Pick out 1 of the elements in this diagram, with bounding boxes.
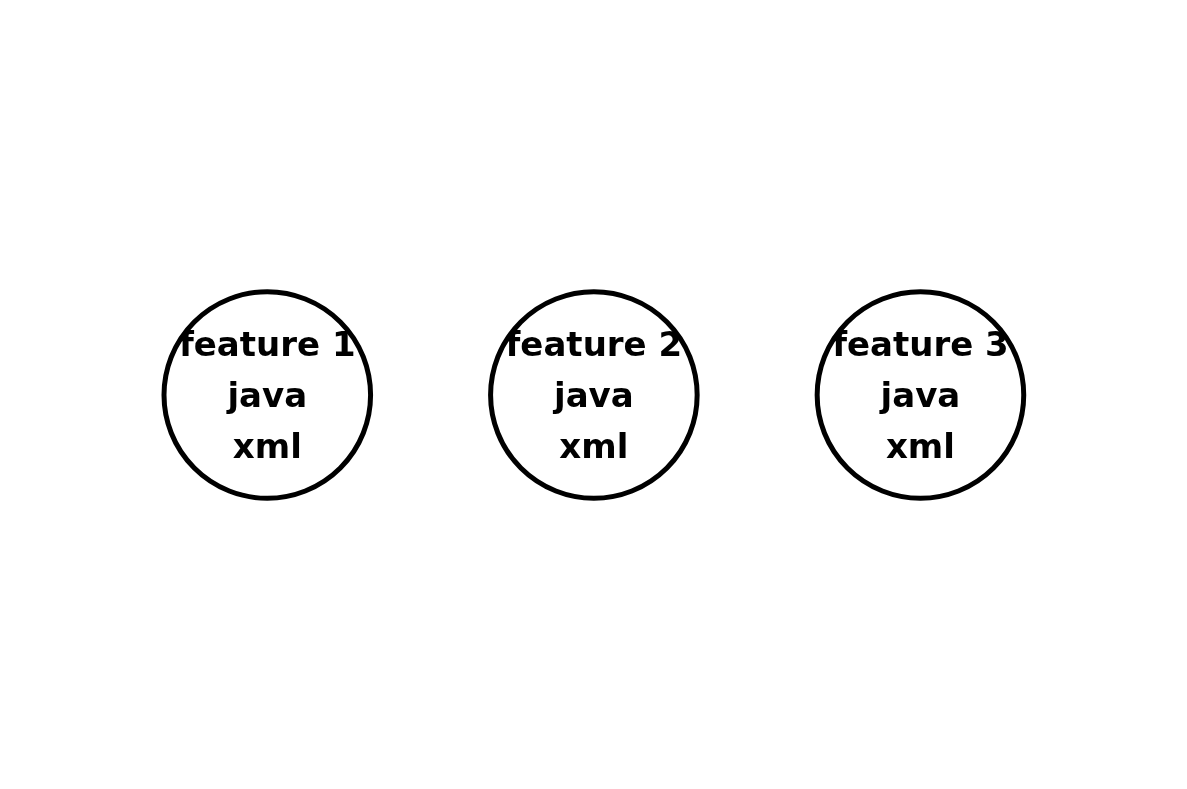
node-circle: feature 1 java xml xyxy=(161,288,373,501)
